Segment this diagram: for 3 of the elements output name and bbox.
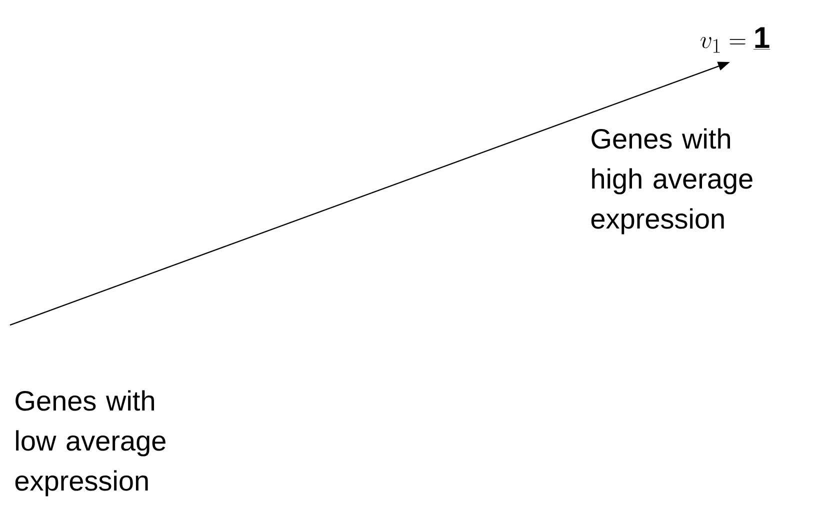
annotation-text: Genes with high average expression bbox=[591, 128, 752, 234]
annotation-text: Genes with low average expression bbox=[15, 390, 166, 496]
vector-formula: $v_1 = \underline{\mathbf{1}}$ bbox=[700, 27, 770, 53]
